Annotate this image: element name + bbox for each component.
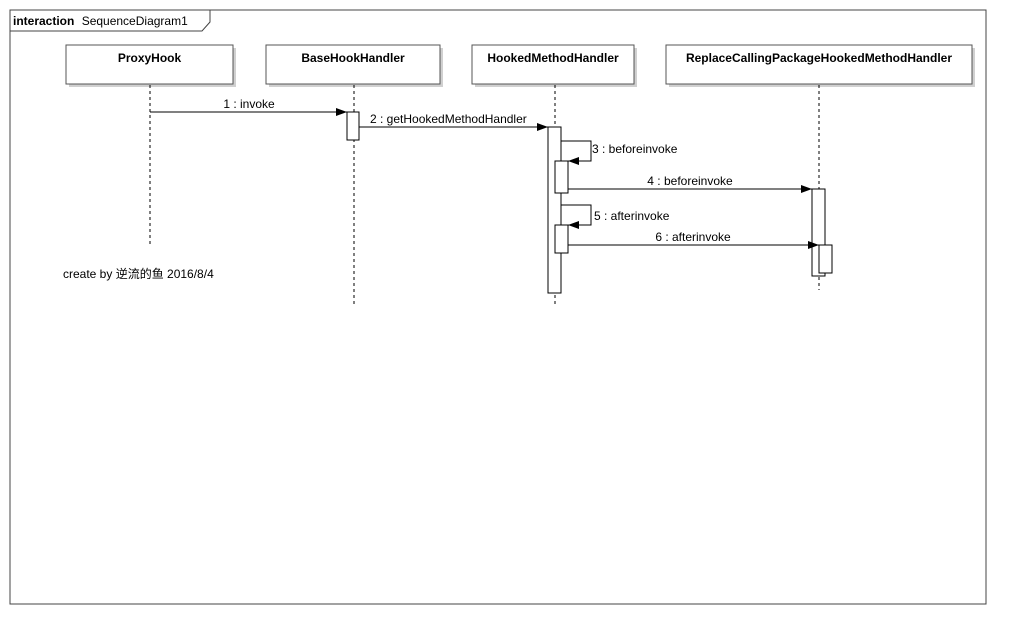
message-label: 3 : beforeinvoke xyxy=(592,142,678,156)
arrowhead xyxy=(801,185,812,193)
activation-bar xyxy=(818,244,833,274)
message-label: 5 : afterinvoke xyxy=(594,209,670,223)
message-label: 2 : getHookedMethodHandler xyxy=(370,112,527,126)
author-note: create by 逆流的鱼 2016/8/4 xyxy=(63,266,214,281)
participant-box xyxy=(65,44,234,85)
frame-tag xyxy=(10,9,211,32)
message-label: 4 : beforeinvoke xyxy=(647,174,733,188)
arrowhead xyxy=(568,157,579,165)
message-2[interactable]: 2 : getHookedMethodHandler xyxy=(359,112,548,131)
participant-proxyhook[interactable]: ProxyHook xyxy=(65,44,236,87)
participant-name: ProxyHook xyxy=(118,51,182,65)
message-5[interactable]: 5 : afterinvoke xyxy=(561,204,670,229)
message-label: 1 : invoke xyxy=(223,97,275,111)
diagram-frame xyxy=(9,9,987,605)
arrowhead xyxy=(336,108,347,116)
participant-name: BaseHookHandler xyxy=(301,51,405,65)
message-6[interactable]: 6 : afterinvoke xyxy=(568,230,819,249)
participant-name: HookedMethodHandler xyxy=(487,51,619,65)
arrowhead xyxy=(568,221,579,229)
activation-bar xyxy=(547,126,562,294)
message-arrow xyxy=(561,204,592,226)
message-label: 6 : afterinvoke xyxy=(655,230,731,244)
activation-bar xyxy=(554,224,569,254)
svg-text:interaction SequenceDiagra: interaction SequenceDiagram1 xyxy=(13,14,188,28)
message-4[interactable]: 4 : beforeinvoke xyxy=(568,174,812,193)
message-3[interactable]: 3 : beforeinvoke xyxy=(561,140,678,165)
message-1[interactable]: 1 : invoke xyxy=(150,97,347,116)
arrowhead xyxy=(808,241,819,249)
message-arrow xyxy=(561,140,592,162)
activation-bar xyxy=(346,111,360,141)
participant-replacecallingpackagehookedmethodhandler[interactable]: ReplaceCallingPackageHookedMethodHandler xyxy=(665,44,975,87)
participant-basehookhandler[interactable]: BaseHookHandler xyxy=(265,44,443,87)
participant-box xyxy=(665,44,973,85)
frame-keyword: interaction xyxy=(13,14,74,28)
participant-box xyxy=(471,44,635,85)
arrowhead xyxy=(537,123,548,131)
participant-hookedmethodhandler[interactable]: HookedMethodHandler xyxy=(471,44,637,87)
activation-bar xyxy=(554,160,569,194)
participant-name: ReplaceCallingPackageHookedMethodHandler xyxy=(686,51,952,65)
frame-title: SequenceDiagram1 xyxy=(82,14,188,28)
participant-box xyxy=(265,44,441,85)
